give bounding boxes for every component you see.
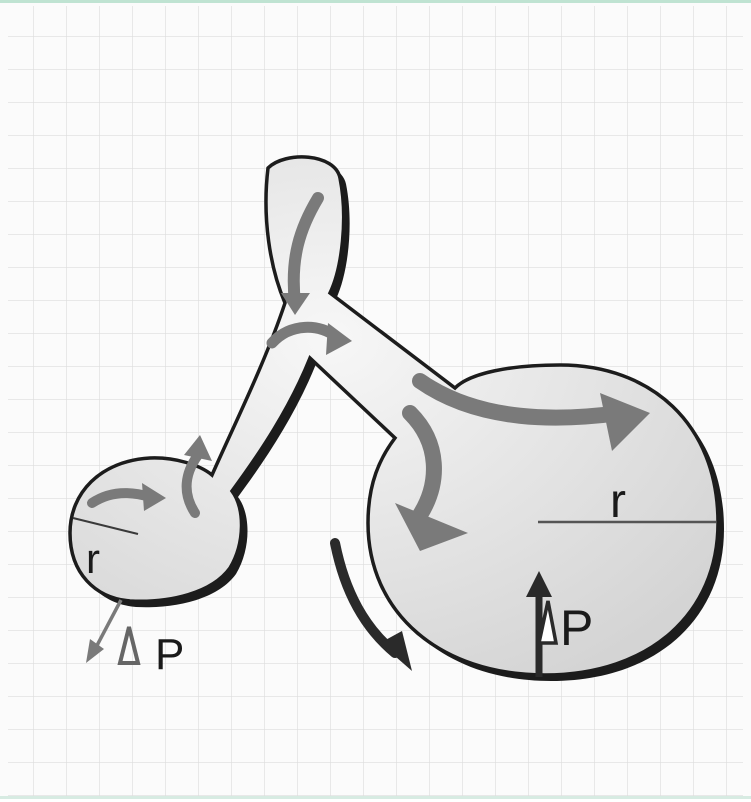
small-sphere-pressure-label: P — [155, 630, 184, 679]
large-sphere-radius-label: r — [610, 475, 626, 528]
large-sphere-pressure-label: P — [560, 600, 593, 656]
alveoli-diagram: r P r P — [0, 3, 751, 802]
small-sphere-radius-label: r — [86, 535, 100, 582]
